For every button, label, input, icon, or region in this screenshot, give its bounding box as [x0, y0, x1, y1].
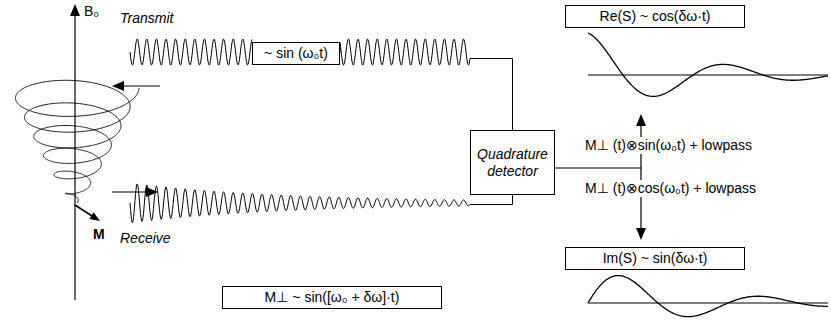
result-box: Re(S) ~ cos(δω·t) — [565, 5, 745, 28]
transmit-signal-box: ~ sin (ω₀t) — [252, 42, 340, 65]
detector-box: Quadrature detector — [470, 130, 555, 195]
box-label: Re(S) ~ cos(δω·t) — [600, 8, 711, 25]
vector-label: M — [93, 226, 105, 243]
receive-signal-box: M⊥ ~ sin([ω₀ + δω]·t) — [222, 286, 442, 309]
receive-wave — [130, 184, 513, 223]
imaginary-signal-plot — [588, 276, 828, 317]
transmit-label: Transmit — [120, 10, 173, 27]
box-label: M⊥ ~ sin([ω₀ + δω]·t) — [265, 289, 400, 306]
arrow-head — [636, 228, 646, 240]
field-axis — [74, 15, 75, 300]
mixer-label: M⊥ (t)⊗cos(ω₀t) + lowpass — [583, 180, 758, 197]
signal-wire — [340, 39, 513, 130]
plot-baseline — [588, 303, 828, 304]
field-label: B₀ — [84, 3, 99, 20]
box-label: Quadrature detector — [471, 146, 554, 180]
arrow-head — [70, 4, 80, 16]
mixer-label: M⊥ (t)⊗sin(ω₀t) + lowpass — [583, 137, 754, 154]
magnetization-spiral — [15, 80, 139, 203]
arrow-head — [89, 212, 100, 221]
output-wire — [555, 167, 641, 168]
result-box: Im(S) ~ sin(δω·t) — [565, 247, 745, 270]
real-signal-plot — [588, 33, 828, 96]
magnetization-vector — [75, 205, 92, 216]
transmit-wave — [130, 39, 252, 65]
transmit-arrow — [123, 85, 160, 86]
receive-label: Receive — [120, 230, 171, 247]
arrow-head — [636, 114, 646, 126]
box-label: Im(S) ~ sin(δω·t) — [603, 250, 708, 267]
box-label: ~ sin (ω₀t) — [264, 45, 328, 62]
receive-arrow — [112, 191, 147, 192]
